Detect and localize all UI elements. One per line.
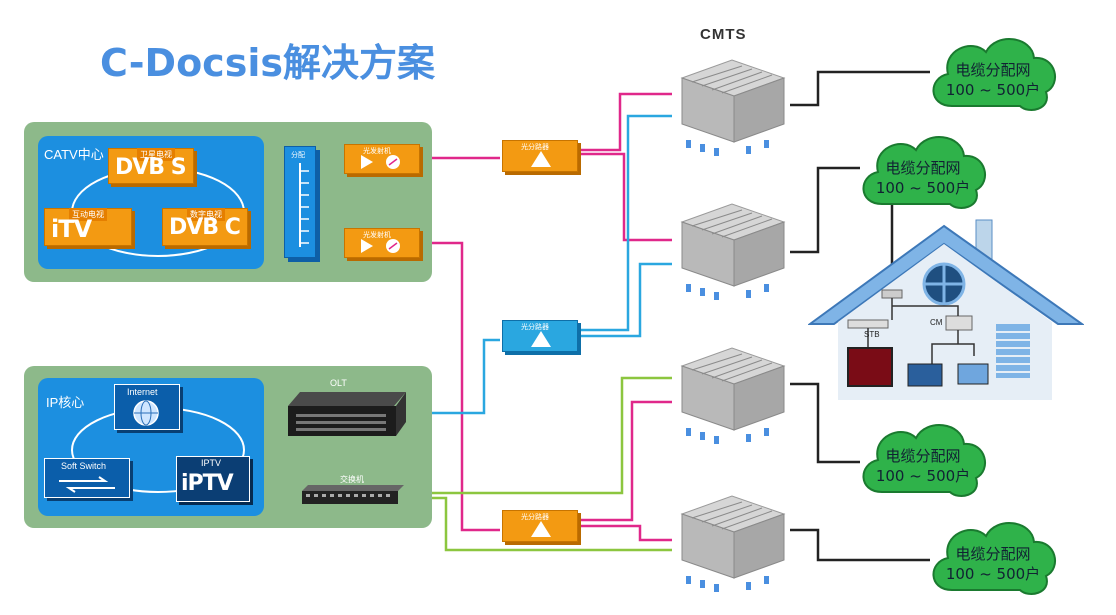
cmts-device-2 [680,203,786,300]
softswitch-label: Soft Switch [61,461,107,471]
catv-label: CATV中心 [44,147,104,162]
optical-splitter-3-label: 光分路器 [521,514,549,521]
optical-splitter-1-label: 光分路器 [521,144,549,151]
ip-core: IP核心 Internet Soft Switch IPTV iPTV [38,378,264,516]
itv-logo: iTV [51,215,92,243]
switch-arrows-icon [59,476,115,493]
switch-device [302,485,404,504]
catv-center: CATV中心 卫星电视 DVB S 互动电视 iTV 数字电视 DVB C [38,136,264,269]
transmitter-1-label: 光发射机 [363,148,391,155]
dvbc-logo: DVB C [169,215,241,240]
cmts-device-3 [680,347,786,444]
transmitter-2-label: 光发射机 [363,232,391,239]
cmts-label: CMTS [700,26,747,43]
rf-splitter: 分配 [284,146,316,258]
itv-box: 互动电视 iTV [44,208,132,246]
olt-label: OLT [330,378,347,388]
iptv-logo: iPTV [181,471,234,496]
dvbs-tag: 卫星电视 [137,148,175,161]
olt-lines [410,114,672,415]
dvbc-box: 数字电视 DVB C [162,208,248,246]
rf-splitter-label: 分配 [291,152,305,159]
optical-splitter-3: 光分路器 [502,510,578,542]
dvbs-box: 卫星电视 DVB S [108,148,194,184]
cmts-device-4 [680,495,786,592]
optical-transmitter-1: 光发射机 [344,144,420,174]
house [808,219,1084,400]
page-title: C-Docsis解决方案 [100,41,435,85]
internet-box: Internet [114,384,180,430]
dvbc-tag: 数字电视 [187,208,225,221]
iptv-box: IPTV iPTV [176,456,250,502]
stb-label: STB [864,330,880,339]
cmts-device-1 [680,59,786,156]
softswitch-box: Soft Switch [44,458,130,498]
iptv-tag: IPTV [201,458,222,468]
olt-device [288,392,406,436]
optical-splitter-1: 光分路器 [502,140,578,172]
dvbs-logo: DVB S [115,155,187,180]
catv-lines [420,92,672,542]
itv-tag: 互动电视 [69,208,107,221]
ip-label: IP核心 [46,395,85,410]
globe-icon [133,400,159,426]
cm-label: CM [930,318,943,327]
optical-splitter-2-label: 光分路器 [521,324,549,331]
internet-label: Internet [127,387,158,397]
optical-splitter-2: 光分路器 [502,320,578,352]
optical-transmitter-2: 光发射机 [344,228,420,258]
switch-label: 交换机 [340,475,364,484]
